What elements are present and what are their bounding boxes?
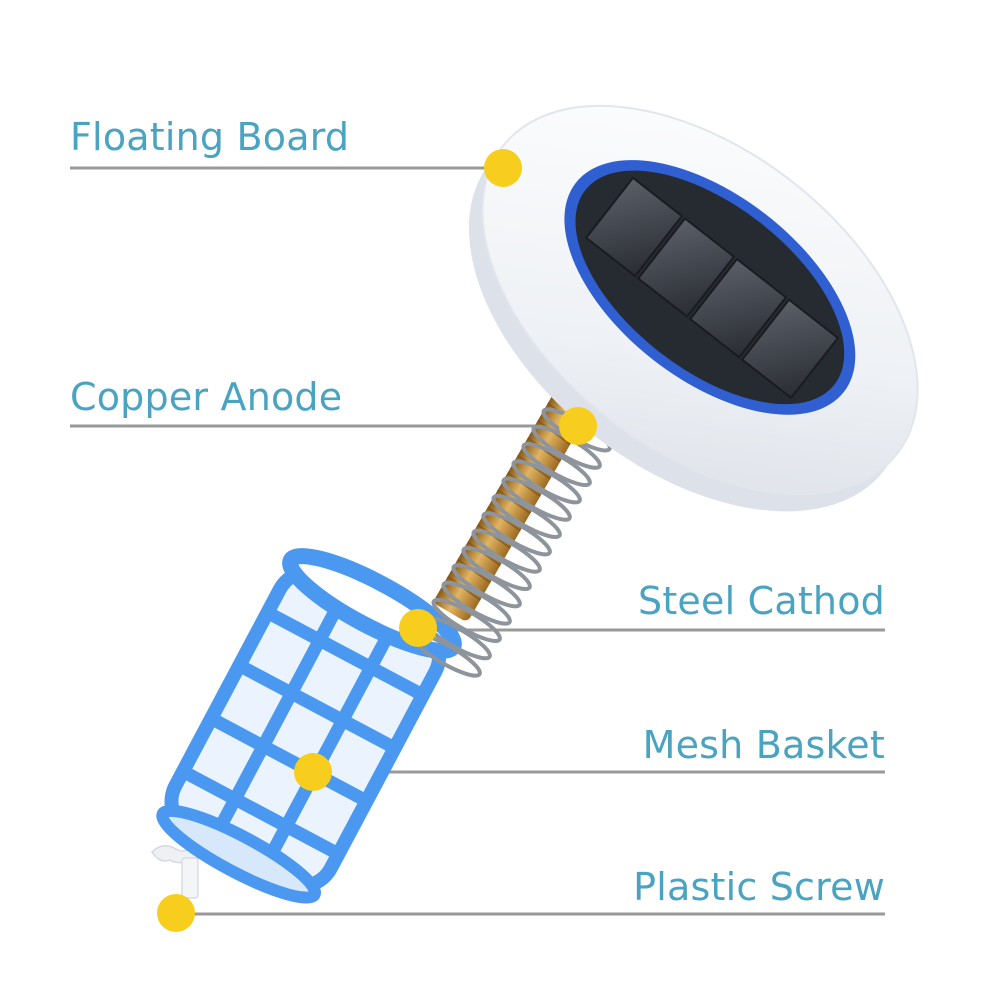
marker-dot-mesh-basket <box>294 753 332 791</box>
label-steel-cathod: Steel Cathod <box>638 579 885 623</box>
steel-spring-icon <box>411 407 612 678</box>
label-plastic-screw: Plastic Screw <box>633 865 885 909</box>
label-copper-anode: Copper Anode <box>70 375 343 419</box>
solar-cells <box>584 176 840 400</box>
floating-board-icon <box>468 104 919 512</box>
label-mesh-basket: Mesh Basket <box>642 723 885 767</box>
label-floating-board: Floating Board <box>70 115 350 159</box>
marker-dots <box>157 149 597 932</box>
marker-dot-copper-anode <box>559 407 597 445</box>
mesh-basket-icon <box>156 548 462 904</box>
marker-dot-steel-cathod <box>399 609 437 647</box>
marker-dot-plastic-screw <box>157 894 195 932</box>
marker-dot-floating-board <box>484 149 522 187</box>
